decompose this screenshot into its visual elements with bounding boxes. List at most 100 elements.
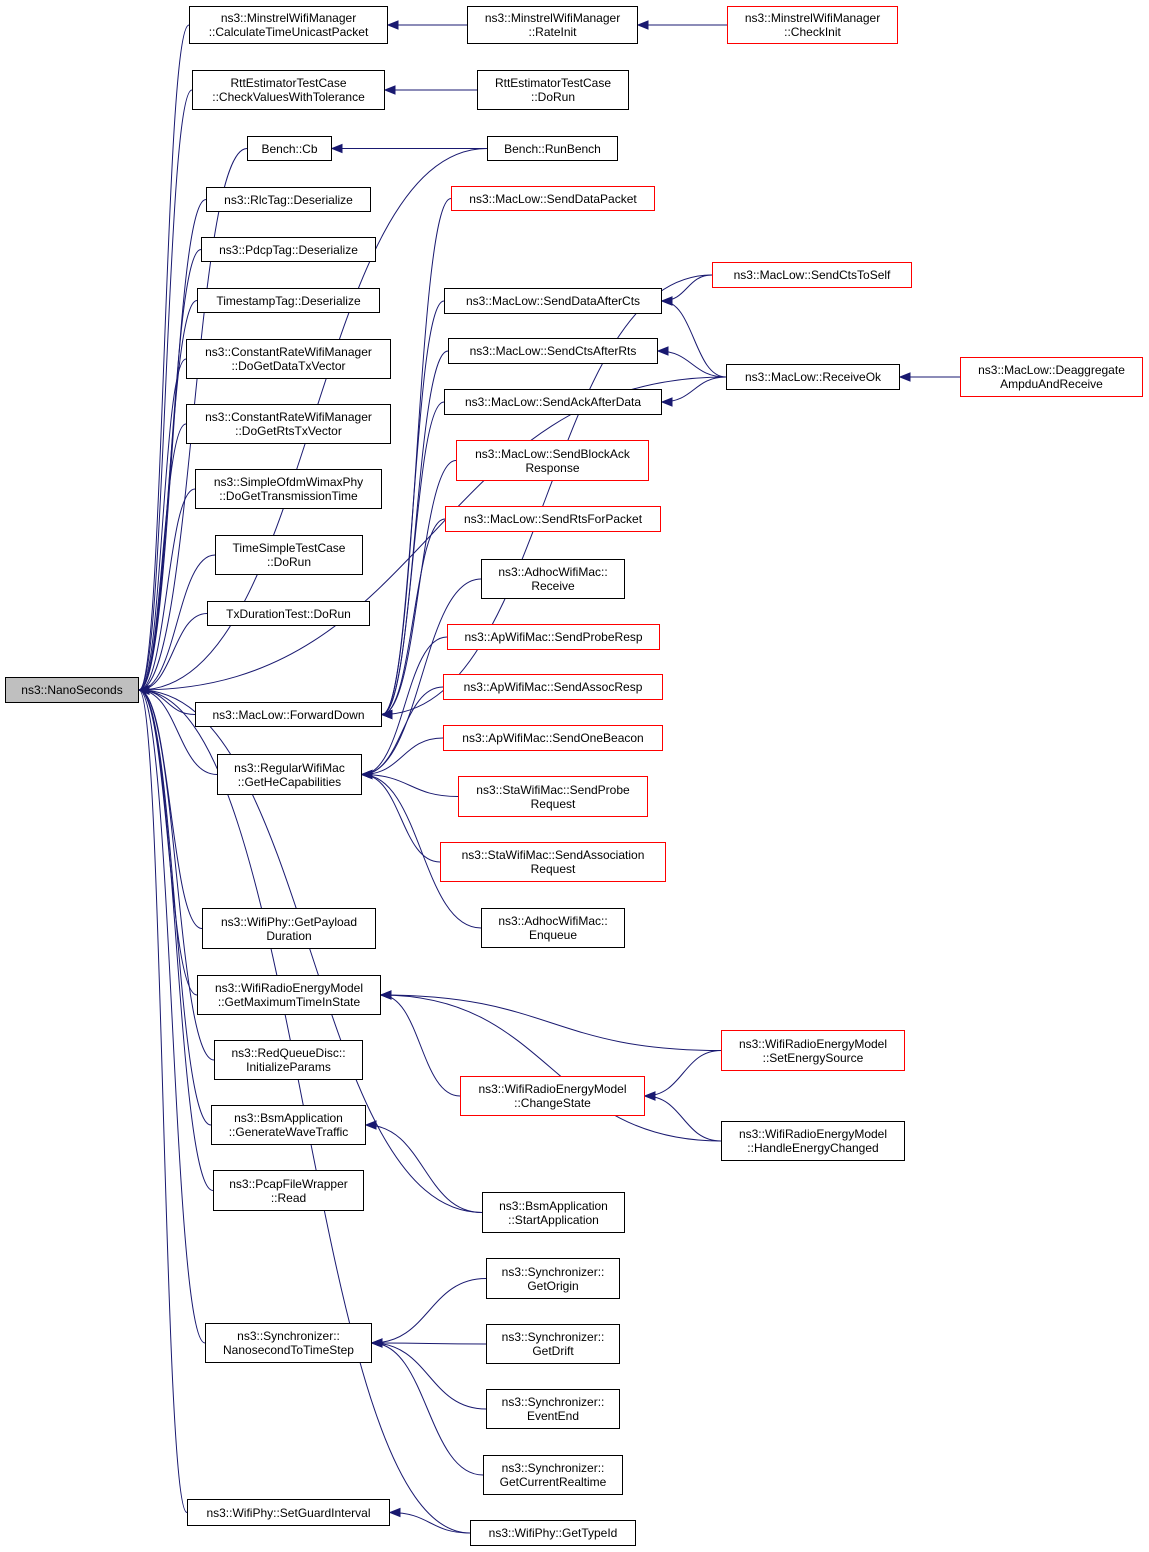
node-label: ns3::SimpleOfdmWimaxPhy — [213, 475, 364, 489]
edge-bsmstart-to-bsmgen — [365, 1124, 483, 1213]
node-timestamptag-deserialize[interactable]: TimestampTag::Deserialize — [197, 288, 380, 313]
node-label: ::GetHeCapabilities — [237, 774, 342, 789]
node-constantrate-rts[interactable]: ns3::ConstantRateWifiManager::DoGetRtsTx… — [186, 404, 391, 444]
node-maclow-sendctsafterrts[interactable]: ns3::MacLow::SendCtsAfterRts — [448, 338, 658, 364]
node-rlctag-deserialize[interactable]: ns3::RlcTag::Deserialize — [206, 187, 371, 212]
node-sync-eventend[interactable]: ns3::Synchronizer::EventEnd — [486, 1389, 620, 1429]
node-label: ns3::AdhocWifiMac:: — [498, 565, 608, 579]
node-label: RttEstimatorTestCase — [230, 76, 347, 90]
node-label: AmpduAndReceive — [1000, 377, 1103, 391]
node-pdcptag-deserialize[interactable]: ns3::PdcpTag::Deserialize — [201, 237, 376, 262]
node-label: ns3::RegularWifiMac — [234, 760, 345, 775]
node-label: ns3::MacLow::SendCtsAfterRts — [469, 344, 637, 358]
edge-apassoc-to-heCap — [361, 686, 444, 775]
node-maclow-sendackafterdata[interactable]: ns3::MacLow::SendAckAfterData — [444, 389, 662, 415]
node-sync-getorigin[interactable]: ns3::Synchronizer::GetOrigin — [486, 1258, 620, 1299]
node-adhoc-receive[interactable]: ns3::AdhocWifiMac::Receive — [481, 559, 625, 599]
edge-setenergy-to-maxtime — [380, 994, 722, 1051]
node-maclow-forwarddown[interactable]: ns3::MacLow::ForwardDown — [195, 702, 382, 727]
node-label: ::CheckValuesWithTolerance — [212, 90, 365, 104]
node-minstrel-rateinit[interactable]: ns3::MinstrelWifiManager::RateInit — [467, 6, 638, 44]
node-maclow-receiveok[interactable]: ns3::MacLow::ReceiveOk — [726, 364, 900, 390]
node-ap-sendonebeacon[interactable]: ns3::ApWifiMac::SendOneBeacon — [443, 725, 663, 751]
node-energy-changestate[interactable]: ns3::WifiRadioEnergyModel::ChangeState — [460, 1076, 645, 1116]
node-rtt-dorun[interactable]: RttEstimatorTestCase::DoRun — [477, 70, 629, 110]
node-energy-setenergysource[interactable]: ns3::WifiRadioEnergyModel::SetEnergySour… — [721, 1030, 905, 1071]
node-sync-getdrift[interactable]: ns3::Synchronizer::GetDrift — [486, 1324, 620, 1364]
node-label: ::DoGetRtsTxVector — [235, 424, 342, 438]
node-label: ns3::MacLow::ReceiveOk — [744, 370, 882, 384]
node-label: ::DoRun — [266, 555, 312, 569]
node-redqueue-init[interactable]: ns3::RedQueueDisc::InitializeParams — [214, 1040, 363, 1080]
node-sync-nanotostep[interactable]: ns3::Synchronizer::NanosecondToTimeStep — [205, 1323, 372, 1363]
node-label: ::SetEnergySource — [762, 1050, 864, 1065]
edge-syncorigin-to-syncnano — [371, 1278, 487, 1344]
node-energy-maxtime[interactable]: ns3::WifiRadioEnergyModel::GetMaximumTim… — [197, 975, 381, 1015]
edge-crdata-to-nano — [138, 358, 187, 691]
arrowhead-mcheck-to-mrate — [636, 20, 649, 30]
edge-handleenergy-to-maxtime — [380, 994, 722, 1142]
node-minstrel-calc[interactable]: ns3::MinstrelWifiManager::CalculateTimeU… — [189, 6, 388, 44]
node-label: NanosecondToTimeStep — [223, 1343, 354, 1357]
node-label: ns3::MacLow::SendDataAfterCts — [465, 294, 641, 308]
node-label: Duration — [266, 928, 312, 943]
node-label: ns3::MacLow::SendDataPacket — [469, 191, 637, 206]
node-label: ns3::RedQueueDisc:: — [231, 1046, 346, 1060]
node-maclow-senddataaftercts[interactable]: ns3::MacLow::SendDataAfterCts — [444, 288, 662, 314]
node-label: ns3::Synchronizer:: — [501, 1461, 605, 1475]
node-ap-sendassocresp[interactable]: ns3::ApWifiMac::SendAssocResp — [443, 674, 663, 700]
node-label: RttEstimatorTestCase — [494, 76, 612, 90]
node-label: ns3::ApWifiMac::SendOneBeacon — [462, 731, 644, 745]
node-regularwifimac-hecap[interactable]: ns3::RegularWifiMac::GetHeCapabilities — [217, 754, 362, 795]
edge-approbe-to-heCap — [361, 636, 448, 775]
node-label: ns3::Synchronizer:: — [501, 1330, 605, 1344]
node-ofdm-transmission[interactable]: ns3::SimpleOfdmWimaxPhy::DoGetTransmissi… — [195, 469, 382, 509]
node-txduration-dorun[interactable]: TxDurationTest::DoRun — [207, 601, 370, 626]
edge-crrts-to-nano — [138, 423, 187, 691]
node-timesimple-dorun[interactable]: TimeSimpleTestCase::DoRun — [215, 535, 363, 575]
node-maclow-sendrtsforpacket[interactable]: ns3::MacLow::SendRtsForPacket — [445, 506, 661, 532]
arrowhead-benchrun-to-benchcb — [330, 143, 343, 154]
node-maclow-sendctstoself[interactable]: ns3::MacLow::SendCtsToSelf — [712, 262, 912, 288]
node-label: ns3::PdcpTag::Deserialize — [219, 242, 358, 257]
node-label: ::CalculateTimeUnicastPacket — [208, 25, 369, 39]
node-wifiphy-gettypeid[interactable]: ns3::WifiPhy::GetTypeId — [470, 1520, 636, 1546]
node-label: ns3::ApWifiMac::SendAssocResp — [463, 680, 643, 694]
node-bsm-generate[interactable]: ns3::BsmApplication::GenerateWaveTraffic — [211, 1105, 366, 1145]
node-nanoseconds[interactable]: ns3::NanoSeconds — [5, 677, 139, 703]
node-ap-sendproberesp[interactable]: ns3::ApWifiMac::SendProbeResp — [447, 624, 660, 650]
node-constantrate-data[interactable]: ns3::ConstantRateWifiManager::DoGetDataT… — [186, 339, 391, 379]
node-minstrel-checkinit[interactable]: ns3::MinstrelWifiManager::CheckInit — [727, 6, 898, 44]
node-energy-handleenergy[interactable]: ns3::WifiRadioEnergyModel::HandleEnergyC… — [721, 1121, 905, 1161]
node-pcap-read[interactable]: ns3::PcapFileWrapper::Read — [213, 1170, 364, 1211]
node-label: ns3::MacLow::SendRtsForPacket — [463, 512, 643, 526]
node-bench-cb[interactable]: Bench::Cb — [247, 136, 332, 161]
arrowhead-bsmstart-to-bsmgen — [364, 1120, 377, 1130]
node-label: ns3::WifiRadioEnergyModel — [214, 981, 364, 995]
node-sync-getcurrentrealtime[interactable]: ns3::Synchronizer::GetCurrentRealtime — [483, 1455, 623, 1495]
node-wifiphy-guard[interactable]: ns3::WifiPhy::SetGuardInterval — [187, 1499, 390, 1526]
edge-tstc-to-nano — [138, 554, 216, 691]
node-maclow-senddatapacket[interactable]: ns3::MacLow::SendDataPacket — [451, 186, 655, 211]
node-adhoc-enqueue[interactable]: ns3::AdhocWifiMac::Enqueue — [481, 908, 625, 948]
node-label: TimeSimpleTestCase — [232, 541, 346, 555]
node-bench-run[interactable]: Bench::RunBench — [487, 136, 618, 161]
node-label: ns3::MacLow::SendBlockAck — [475, 446, 630, 461]
node-label: ns3::StaWifiMac::SendProbe — [476, 782, 630, 797]
node-label: ns3::WifiPhy::GetPayload — [220, 914, 358, 929]
edge-sendack-to-fwd — [381, 401, 445, 715]
arrowhead-typeid-to-guard — [388, 1507, 401, 1518]
node-label: ::GenerateWaveTraffic — [228, 1125, 349, 1139]
arrowhead-mrate-to-mcalc — [386, 20, 399, 30]
node-bsm-startapplication[interactable]: ns3::BsmApplication::StartApplication — [482, 1192, 625, 1233]
edge-adhocenq-to-heCap — [361, 774, 482, 929]
node-rtt-check[interactable]: RttEstimatorTestCase::CheckValuesWithTol… — [192, 70, 385, 110]
edge-payload-to-nano — [138, 689, 203, 929]
edge-syncevent-to-syncnano — [371, 1342, 487, 1410]
